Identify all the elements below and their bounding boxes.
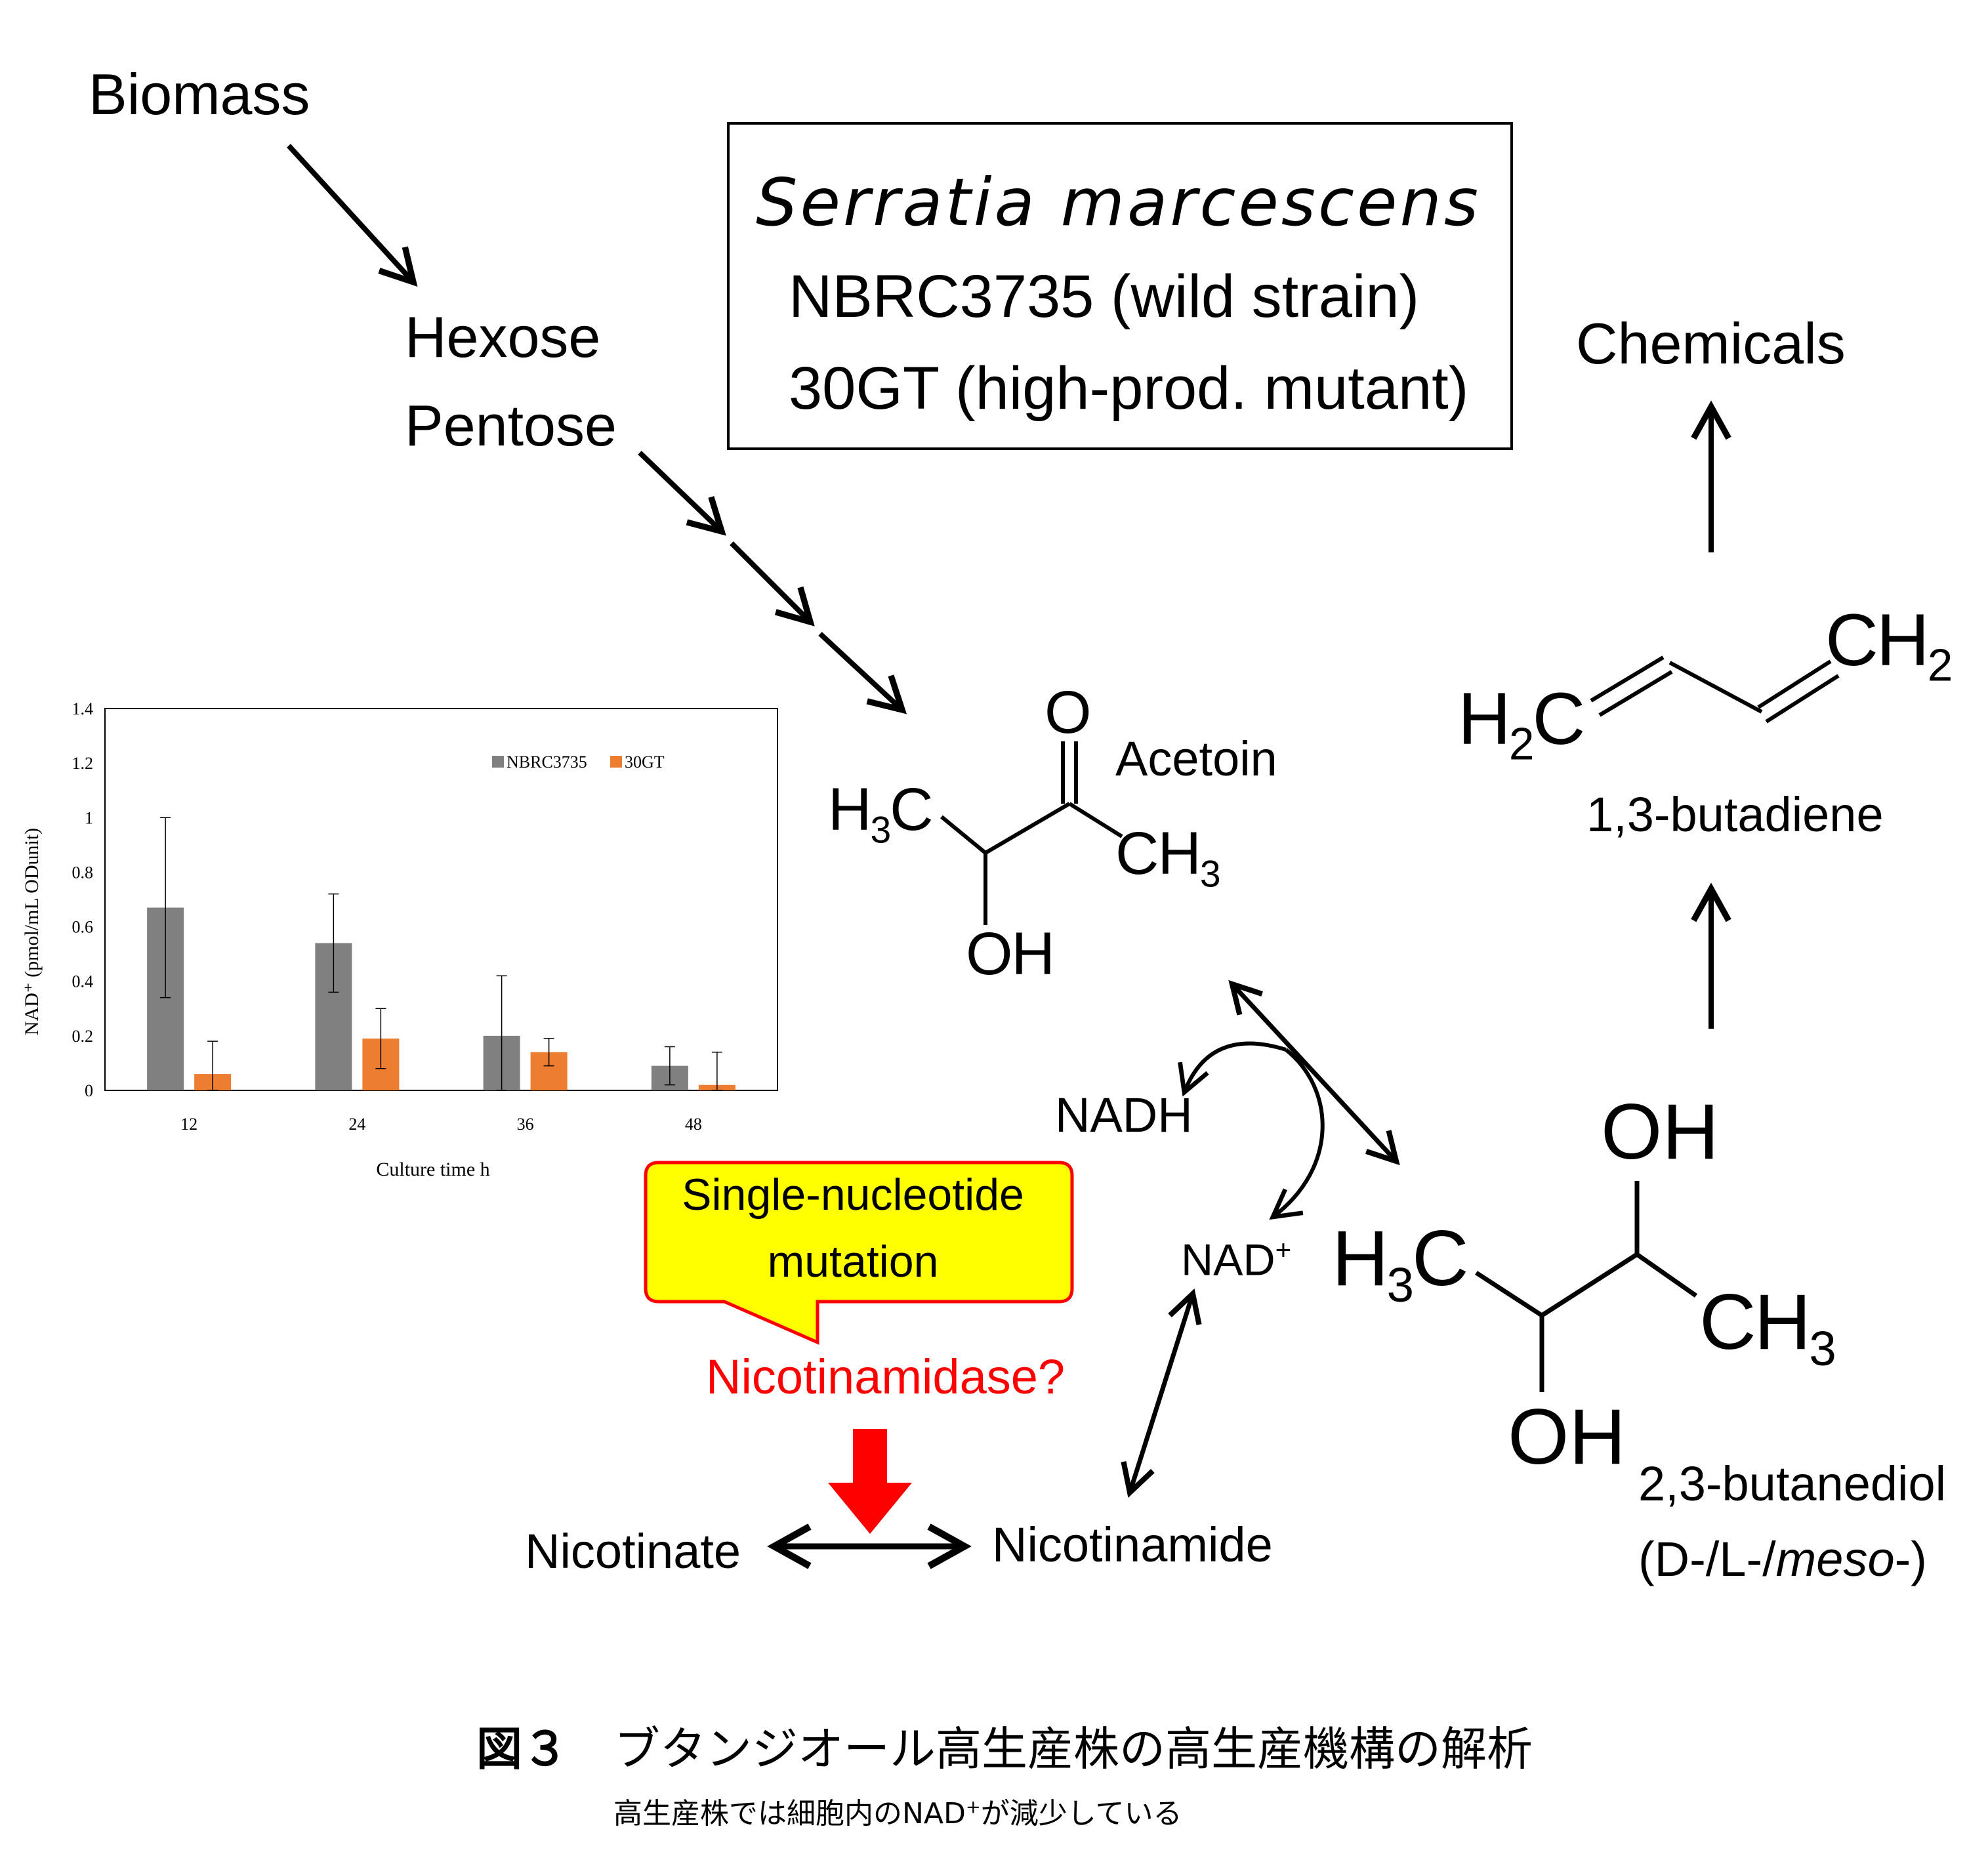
chart-y-tick-label: 0.6	[72, 918, 94, 937]
acetoin-o: O	[1045, 679, 1092, 746]
acetoin-h3c: H3C	[828, 776, 934, 852]
label-chemicals: Chemicals	[1576, 311, 1846, 376]
nad-bar-chart: 0 0.2 0.4 0.6 0.8 1 1.2 1.4 12 24 36 48 NBRC3735 30GT…	[13, 682, 800, 1207]
label-butadiene: 1,3-butadiene	[1586, 787, 1884, 842]
acetoin-ch3: CH3	[1115, 820, 1221, 896]
acetoin-oh: OH	[966, 920, 1055, 987]
acetoin-structure	[940, 741, 1123, 925]
arrow-sugars-2	[730, 541, 815, 627]
organism-box: Serratia marcescens NBRC3735 (wild strai…	[727, 122, 1513, 450]
chart-x-tick-label: 48	[685, 1115, 702, 1134]
label-pentose: Pentose	[405, 393, 617, 458]
chart-y-tick-label: 1.4	[72, 699, 94, 718]
arrow-acetoin-butanediol	[1228, 980, 1400, 1166]
arrow-nad-nicotinamide	[1121, 1288, 1202, 1498]
chart-y-axis-label: NAD⁺ (pmol/mL ODunit)	[21, 828, 43, 1035]
chart-legend-swatch	[610, 756, 622, 768]
chart-y-tick-label: 1.2	[72, 754, 94, 773]
butanediol-oh-bottom: OH	[1508, 1393, 1626, 1481]
label-nadh: NADH	[1055, 1088, 1193, 1142]
arrow-sugars-3	[818, 632, 907, 714]
butanediol-oh-top: OH	[1601, 1088, 1719, 1176]
label-nicotinamide: Nicotinamide	[992, 1517, 1273, 1572]
label-nicotinamidase: Nicotinamidase?	[706, 1350, 1066, 1404]
callout-bubble	[644, 1161, 1074, 1345]
label-hexose: Hexose	[405, 304, 601, 369]
arrow-sugars-1	[638, 451, 726, 536]
chart-svg: 0 0.2 0.4 0.6 0.8 1 1.2 1.4 12 24 36 48 NBRC3735 30GT…	[21, 699, 778, 1180]
label-nicotinate: Nicotinate	[525, 1524, 741, 1578]
organism-species: Serratia marcescens	[756, 164, 1481, 241]
label-butanediol: 2,3-butanediol	[1638, 1456, 1947, 1511]
chart-legend-label: 30GT	[625, 753, 665, 772]
organism-strain-mutant: 30GT (high-prod. mutant)	[789, 355, 1469, 422]
butadiene-ch2: CH2	[1825, 599, 1953, 691]
chart-y-tick-label: 0.8	[72, 863, 94, 882]
chart-x-tick-label: 12	[180, 1115, 197, 1134]
label-acetoin: Acetoin	[1115, 732, 1277, 786]
callout-text: Single-nucleotide mutation	[682, 1170, 1024, 1287]
chart-x-axis-label: Culture time h	[376, 1159, 489, 1180]
chart-y-tick-label: 0	[85, 1081, 93, 1100]
butadiene-structure	[1590, 655, 1840, 724]
chart-x-tick-label: 36	[517, 1115, 534, 1134]
butadiene-h2c: H2C	[1458, 678, 1585, 770]
chart-y-tick-label: 0.2	[72, 1027, 94, 1046]
red-enzyme-arrow-icon	[828, 1429, 912, 1534]
chart-x-tick-label: 24	[348, 1115, 365, 1134]
chart-plot-frame	[104, 708, 778, 1091]
organism-strain-wild: NBRC3735 (wild strain)	[789, 263, 1420, 330]
figure-subcaption: 高生産株では細胞内のNAD+が減少している	[613, 1797, 1182, 1830]
arrow-to-nad	[1269, 1048, 1325, 1220]
label-nad-plus: NAD+	[1181, 1235, 1292, 1285]
butanediol-structure	[1475, 1181, 1698, 1392]
chart-legend-swatch	[492, 756, 504, 768]
butanediol-h3c: H3C	[1332, 1214, 1469, 1312]
arrow-biomass-to-sugars	[287, 144, 418, 287]
label-butanediol-isomers: (D-/L-/meso-)	[1638, 1532, 1927, 1586]
chart-y-tick-label: 1	[85, 808, 93, 827]
arrow-to-nadh	[1178, 1041, 1287, 1097]
butanediol-ch3: CH3	[1699, 1278, 1836, 1376]
label-biomass: Biomass	[89, 62, 310, 127]
chart-legend-label: NBRC3735	[507, 753, 587, 772]
chart-y-tick-label: 0.4	[72, 972, 94, 991]
